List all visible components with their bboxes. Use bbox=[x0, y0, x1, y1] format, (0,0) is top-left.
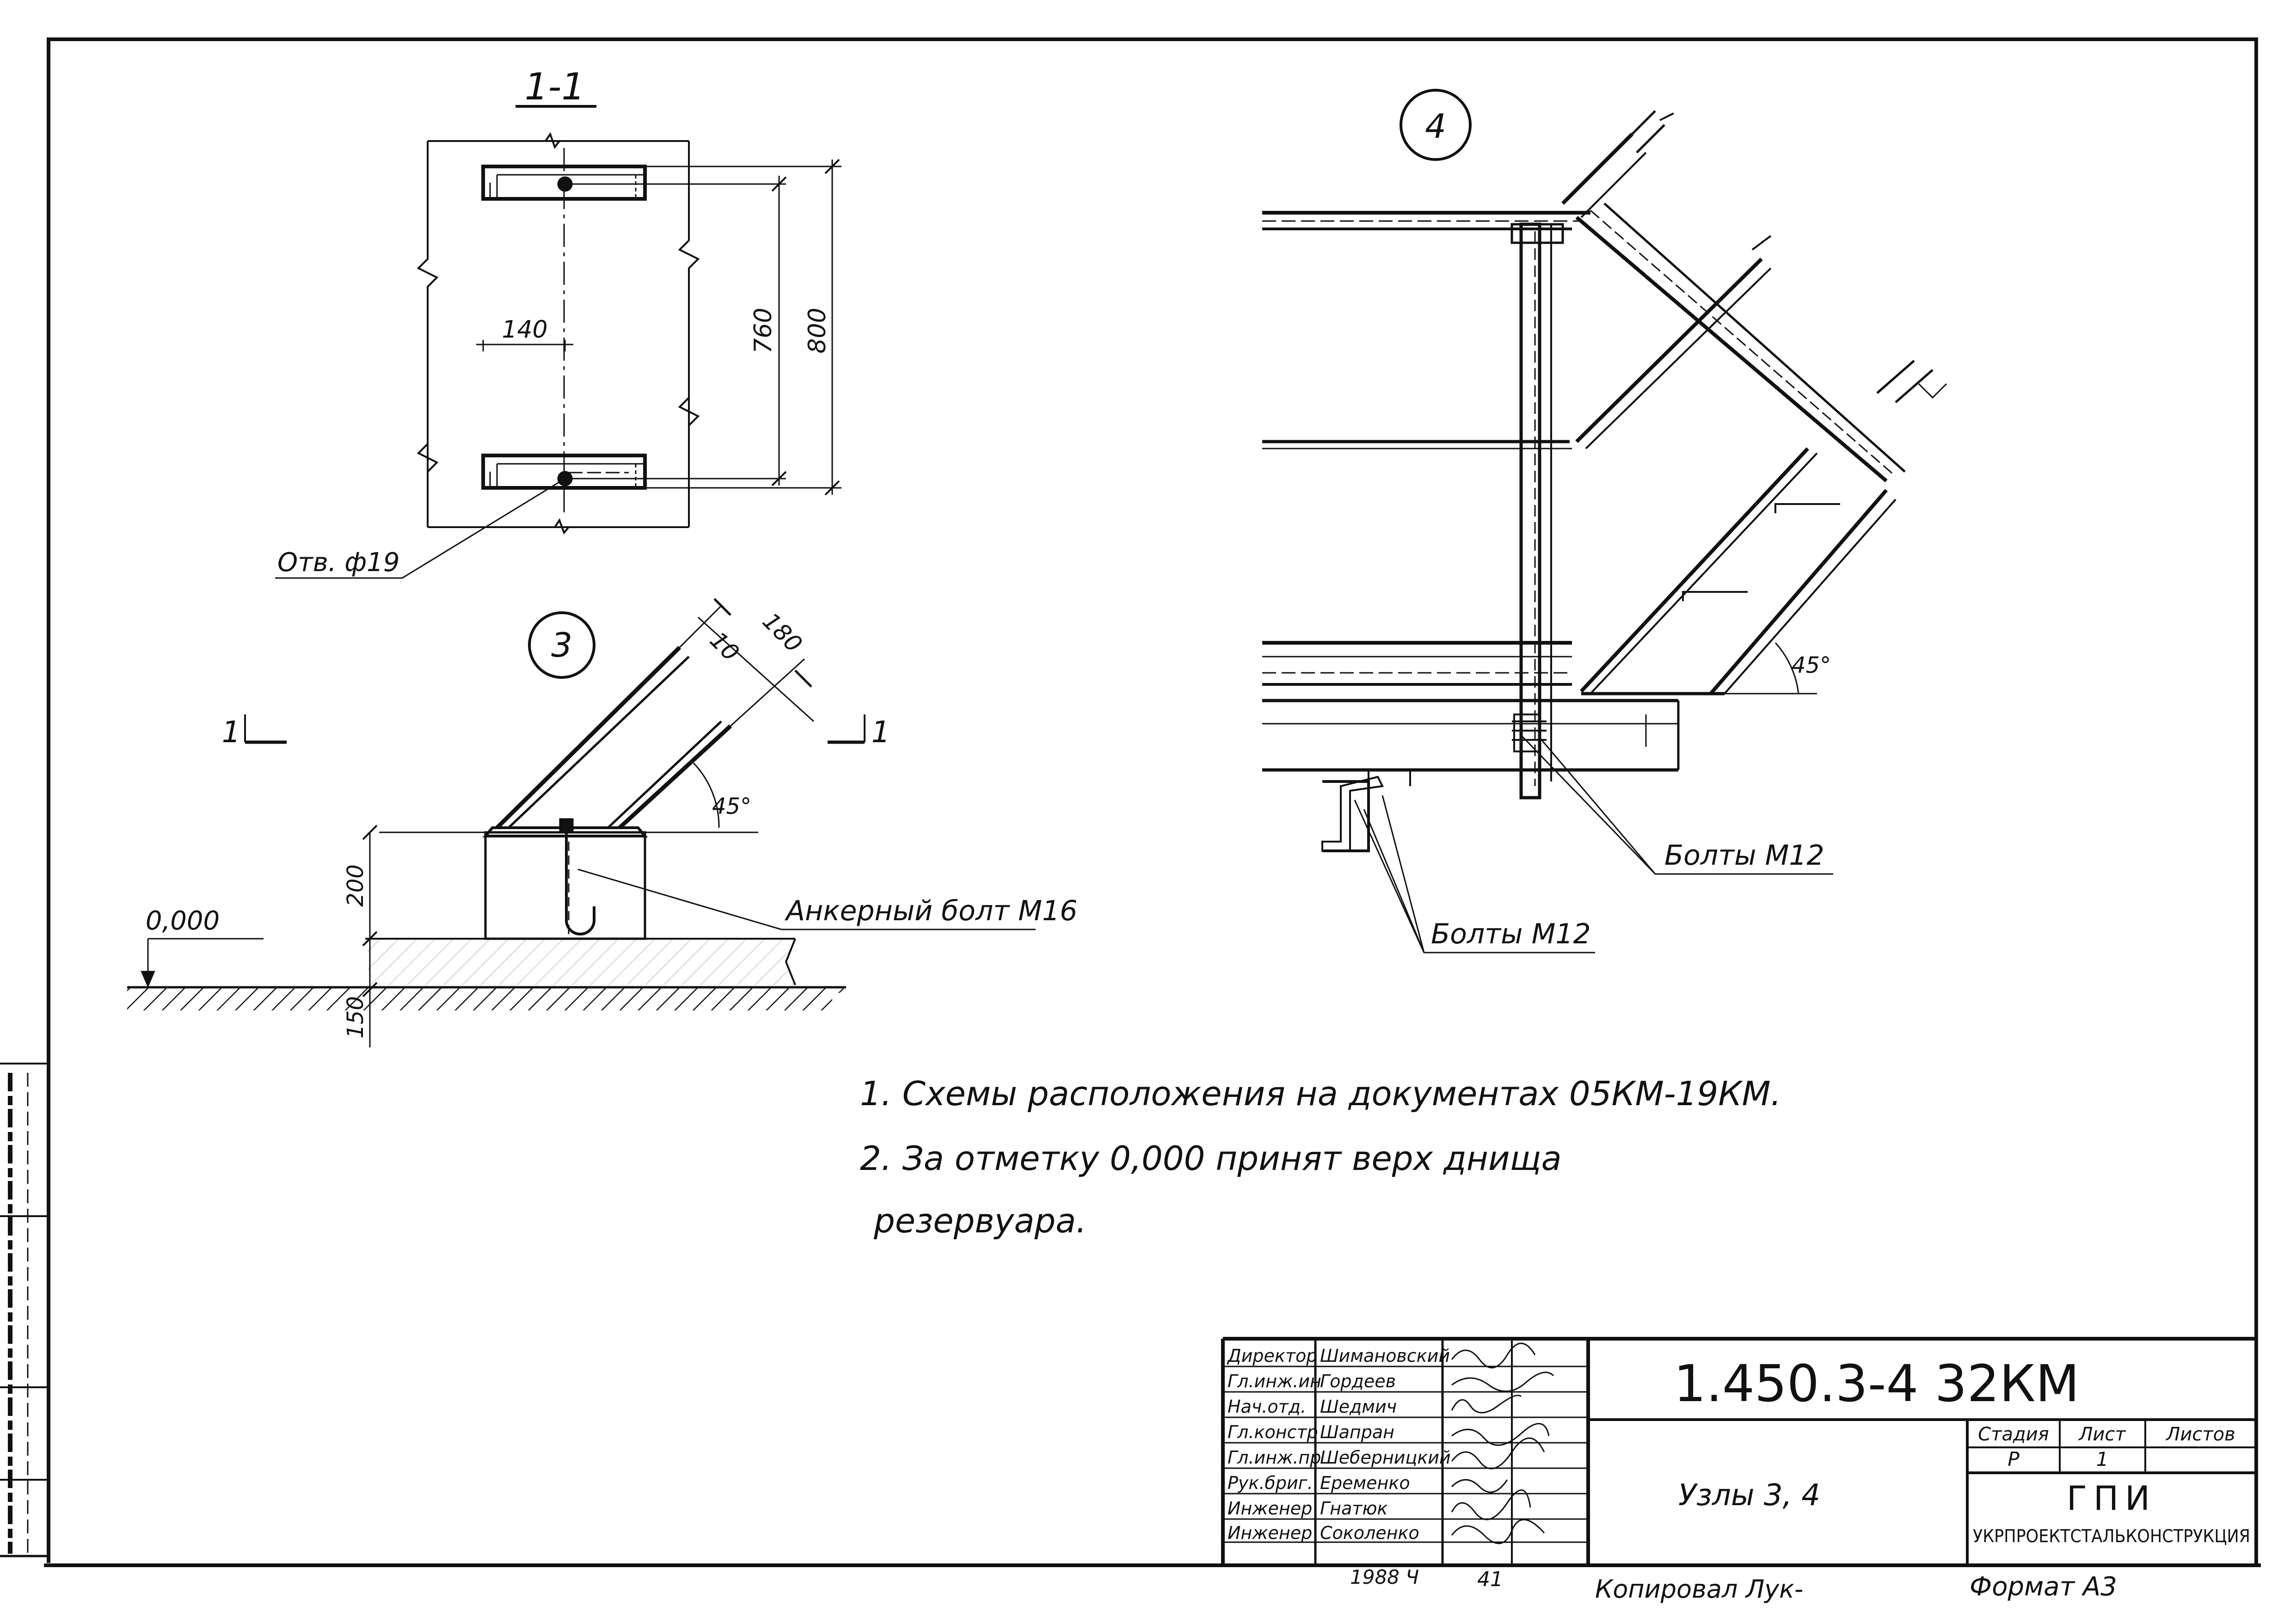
stage-value: Р bbox=[2007, 1448, 2020, 1470]
sheet-frame bbox=[0, 37, 2261, 1567]
bolts-label-1: Болты М12 bbox=[1664, 839, 1824, 872]
staff-name: Гордеев bbox=[1320, 1371, 1396, 1391]
staff-role: Инженер bbox=[1228, 1498, 1312, 1519]
dim-150: 150 bbox=[343, 996, 368, 1039]
sheet-number: 1 bbox=[2096, 1448, 2109, 1470]
staff-role: Нач.отд. bbox=[1228, 1397, 1306, 1417]
angle-45-node3: 45° bbox=[712, 794, 751, 819]
staff-name: Шеберницкий bbox=[1320, 1447, 1451, 1468]
staff-role: Гл.констр bbox=[1228, 1422, 1318, 1442]
dim-200: 200 bbox=[343, 864, 368, 907]
staff-role: Рук.бриг. bbox=[1228, 1473, 1313, 1493]
elevation-label: 0,000 bbox=[146, 906, 220, 936]
staff-name: Соколенко bbox=[1320, 1523, 1419, 1543]
node-3 bbox=[127, 598, 1036, 1047]
head-sheets: Листов bbox=[2165, 1424, 2235, 1445]
staff-role: Директор bbox=[1227, 1346, 1317, 1366]
dim-800: 800 bbox=[804, 308, 831, 353]
cut-left-label: 1 bbox=[222, 715, 241, 750]
staff-role: Гл.инж.пр bbox=[1228, 1447, 1321, 1468]
dim-10: 10 bbox=[705, 627, 744, 666]
dim-180: 180 bbox=[757, 608, 807, 658]
node-3-marker: 3 bbox=[551, 626, 572, 664]
node-4-marker: 4 bbox=[1425, 107, 1446, 146]
staff-name: Еременко bbox=[1320, 1473, 1410, 1493]
staff-name: Шедмич bbox=[1320, 1397, 1397, 1417]
document-code: 1.450.3-4 32КМ bbox=[1674, 1354, 2079, 1413]
staff-rows: Директор Шимановский Гл.инж.ин Гордеев Н… bbox=[1227, 1346, 1451, 1543]
head-stage: Стадия bbox=[1978, 1424, 2049, 1445]
year-label: 1988 Ч bbox=[1350, 1566, 1419, 1588]
angle-45-node4: 45° bbox=[1792, 652, 1831, 678]
staff-role: Гл.инж.ин bbox=[1228, 1371, 1321, 1391]
title-block-frame bbox=[1221, 1337, 2256, 1565]
section-1-1 bbox=[275, 105, 841, 579]
staff-name: Шимановский bbox=[1320, 1346, 1450, 1366]
bolts-label-2: Болты М12 bbox=[1431, 918, 1591, 950]
note-2: 2. За отметку 0,000 принят верх днища bbox=[860, 1139, 1562, 1178]
note-1: 1. Схемы расположения на документах 05КМ… bbox=[860, 1074, 1781, 1113]
dim-140: 140 bbox=[502, 316, 547, 344]
copied-label: Копировал Лук- bbox=[1595, 1575, 1803, 1604]
format-label: Формат А3 bbox=[1970, 1572, 2117, 1602]
staff-name: Гнатюк bbox=[1320, 1498, 1387, 1519]
sheet-title: Узлы 3, 4 bbox=[1678, 1478, 1820, 1513]
head-sheet: Лист bbox=[2078, 1424, 2126, 1445]
staff-role: Инженер bbox=[1228, 1523, 1312, 1543]
hole-label: Отв. ф19 bbox=[277, 548, 399, 578]
section-title: 1-1 bbox=[525, 65, 585, 108]
company-full: УКРПРОЕКТСТАЛЬКОНСТРУКЦИЯ bbox=[1973, 1526, 2250, 1546]
cut-right-label: 1 bbox=[872, 715, 890, 750]
note-3: резервуара. bbox=[873, 1201, 1087, 1240]
node-4 bbox=[1262, 89, 1947, 954]
dim-760: 760 bbox=[749, 308, 777, 353]
code-41: 41 bbox=[1477, 1568, 1503, 1591]
staff-name: Шапран bbox=[1320, 1422, 1394, 1442]
company-short: ГПИ bbox=[2067, 1479, 2156, 1518]
signatures bbox=[1451, 1342, 1554, 1544]
anchor-bolt-label: Анкерный болт М16 bbox=[784, 895, 1077, 927]
